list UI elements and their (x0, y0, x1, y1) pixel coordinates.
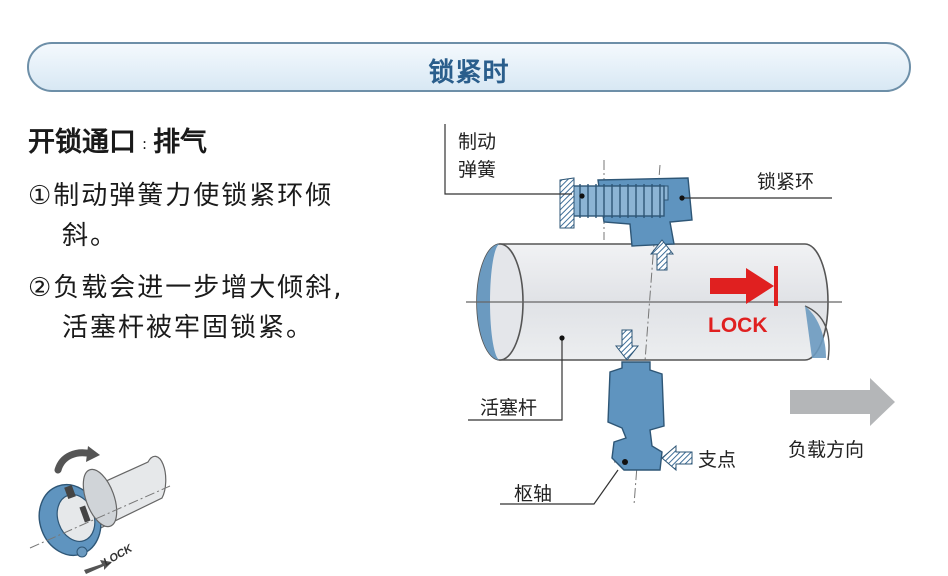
step-2-line-2: 活塞杆被牢固锁紧。 (62, 313, 315, 343)
force-arrow-up-icon (649, 239, 675, 271)
pivot-point (622, 459, 628, 465)
step-1: ①制动弹簧力使锁紧环倾 斜。 (28, 176, 333, 256)
label-spring-1: 制动 (458, 131, 496, 153)
leader-pivot (500, 469, 619, 505)
force-arrow-down-icon (614, 329, 640, 361)
banner-title: 锁紧时 (428, 58, 510, 88)
heading-separator: : (142, 134, 148, 153)
rod-dot (559, 335, 565, 341)
load-direction-arrow-icon (790, 378, 895, 426)
label-pivot: 枢轴 (514, 483, 552, 505)
step-2: ②负载会进一步增大倾斜, 活塞杆被牢固锁紧。 (28, 268, 344, 348)
ring-dot (679, 195, 685, 201)
leader-spring (444, 124, 572, 195)
heading-main: 开锁通口 (28, 127, 136, 158)
lock-arrow (710, 266, 778, 306)
leader-rod (468, 338, 563, 421)
thumbnail-lock-label: LOCK (102, 542, 136, 569)
label-fulcrum: 支点 (698, 449, 736, 471)
spring-dot (579, 193, 585, 199)
lock-ring-lower (607, 361, 665, 471)
step-1-line-2: 斜。 (62, 221, 119, 251)
heading-sub: 排气 (153, 127, 208, 158)
label-ring: 锁紧环 (757, 171, 814, 193)
piston-rod (466, 243, 842, 361)
label-load-direction: 负载方向 (788, 439, 864, 461)
port-heading: 开锁通口: 排气 (28, 120, 207, 159)
step-1-line-1: ①制动弹簧力使锁紧环倾 (28, 181, 334, 211)
spring-seat (559, 177, 575, 229)
label-spring-2: 弹簧 (458, 159, 496, 181)
title-banner: 锁紧时 (27, 42, 911, 92)
lock-label: LOCK (708, 314, 768, 337)
brake-spring (571, 184, 665, 218)
label-rod: 活塞杆 (480, 397, 537, 419)
step-2-line-1: ②负载会进一步增大倾斜, (28, 273, 344, 303)
fulcrum-arrow-icon (661, 444, 693, 472)
lock-thumbnail: LOCK (29, 446, 171, 574)
